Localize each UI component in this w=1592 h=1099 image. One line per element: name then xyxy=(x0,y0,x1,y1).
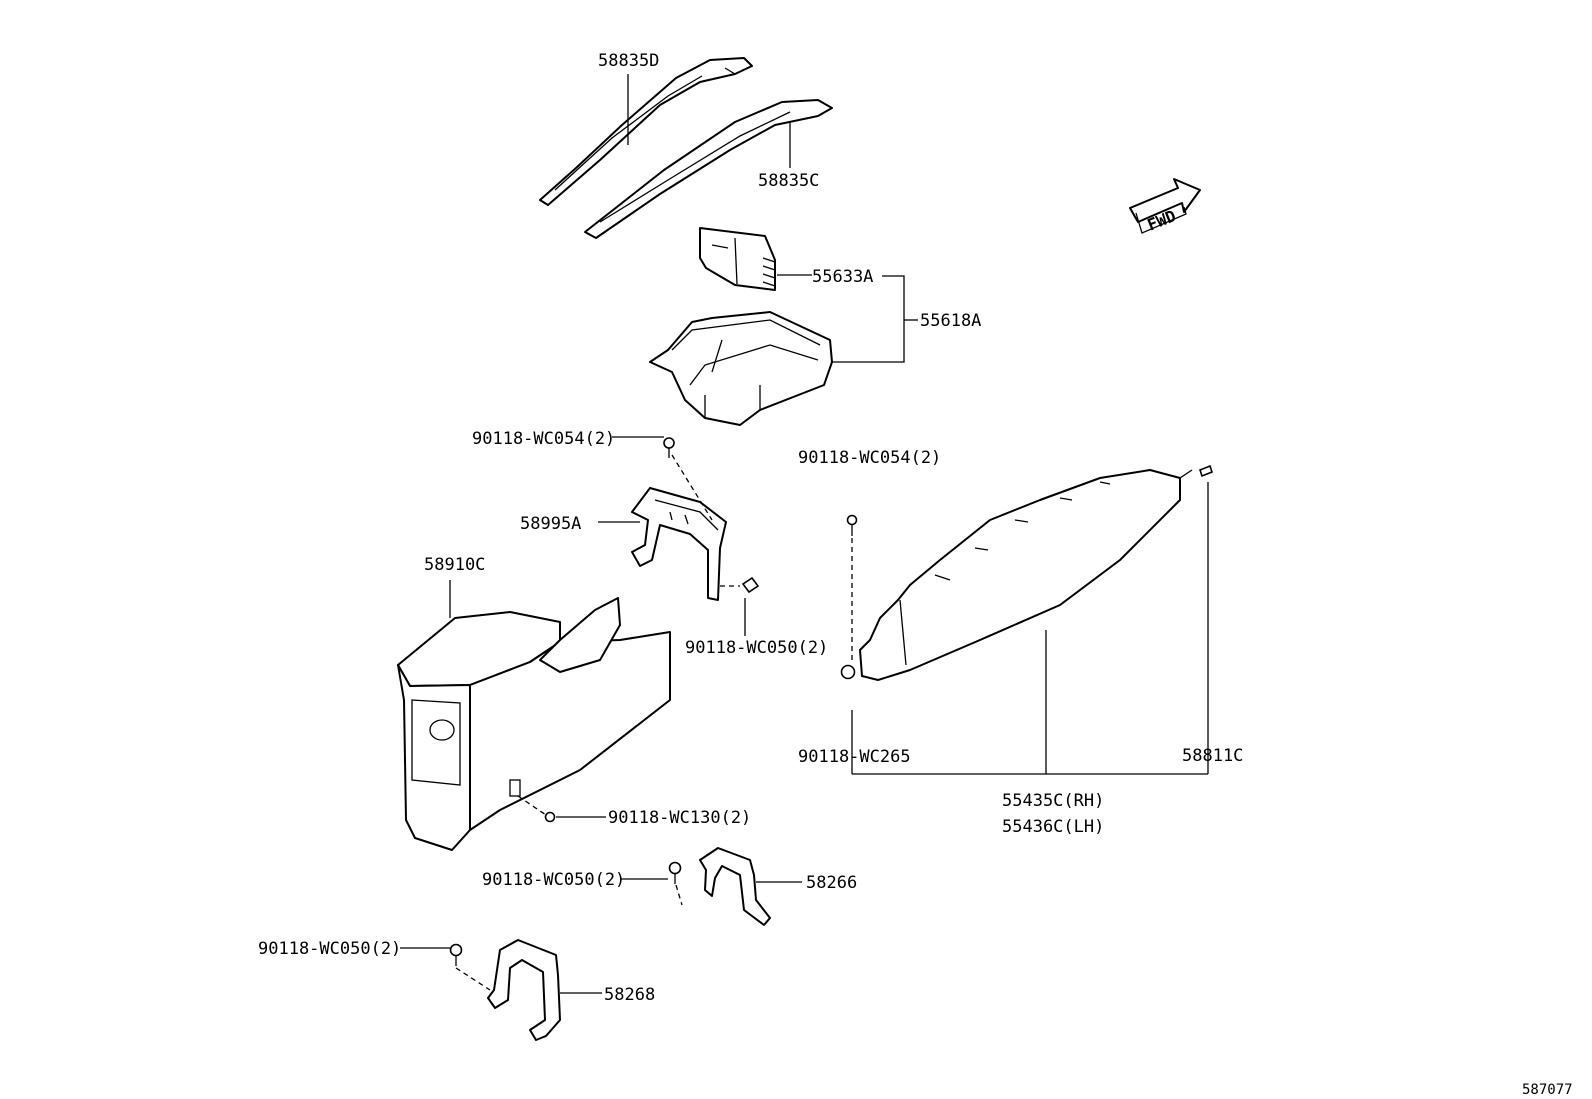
label-55633A[interactable]: 55633A xyxy=(812,267,873,287)
screw-90118-WC130[interactable] xyxy=(544,811,556,823)
label-55435C-RH[interactable]: 55435C(RH) xyxy=(1002,791,1104,811)
label-58995A[interactable]: 58995A xyxy=(520,514,581,534)
diagram-id-label: 587077 xyxy=(1522,1082,1573,1098)
label-58268[interactable]: 58268 xyxy=(604,985,655,1005)
screw-90118-WC054-right[interactable] xyxy=(846,514,858,537)
label-90118-WC265[interactable]: 90118-WC265 xyxy=(798,747,911,767)
label-55436C-LH[interactable]: 55436C(LH) xyxy=(1002,817,1104,837)
label-90118-WC130[interactable]: 90118-WC130(2) xyxy=(608,808,751,828)
part-58995A-bracket[interactable] xyxy=(631,487,727,601)
label-58835C[interactable]: 58835C xyxy=(758,171,819,191)
part-58266-bracket[interactable] xyxy=(699,847,771,926)
part-55435C-side-panel[interactable] xyxy=(859,469,1193,681)
part-58835D-trim-strip[interactable] xyxy=(539,57,753,206)
screw-90118-WC050-58266[interactable] xyxy=(668,861,682,885)
label-58835D[interactable]: 58835D xyxy=(598,51,659,71)
screw-90118-WC054-upper-left[interactable] xyxy=(663,437,675,458)
label-58266[interactable]: 58266 xyxy=(806,873,857,893)
label-90118-WC050-upper[interactable]: 90118-WC050(2) xyxy=(685,638,828,658)
label-55618A[interactable]: 55618A xyxy=(920,311,981,331)
screw-90118-WC050-bracket[interactable] xyxy=(741,576,760,594)
part-55633A-lid[interactable] xyxy=(699,227,776,291)
label-90118-WC050-middle[interactable]: 90118-WC050(2) xyxy=(482,870,625,890)
label-90118-WC054-left[interactable]: 90118-WC054(2) xyxy=(472,429,615,449)
part-58268-bracket[interactable] xyxy=(487,939,561,1041)
label-90118-WC050-lower[interactable]: 90118-WC050(2) xyxy=(258,939,401,959)
label-90118-WC054-right[interactable]: 90118-WC054(2) xyxy=(798,448,941,468)
label-58910C[interactable]: 58910C xyxy=(424,555,485,575)
part-55618A-tray[interactable] xyxy=(649,311,833,426)
screw-90118-WC265[interactable] xyxy=(840,664,856,680)
screw-90118-WC050-58268[interactable] xyxy=(449,943,463,967)
label-58811C[interactable]: 58811C xyxy=(1182,746,1243,766)
part-58811C-clip[interactable] xyxy=(1199,464,1213,478)
leader-lines xyxy=(400,74,1209,994)
part-58910C-console-box[interactable] xyxy=(397,597,671,851)
part-58835C-trim-strip[interactable] xyxy=(584,99,833,239)
fwd-arrow-icon: FWD xyxy=(1129,178,1201,235)
